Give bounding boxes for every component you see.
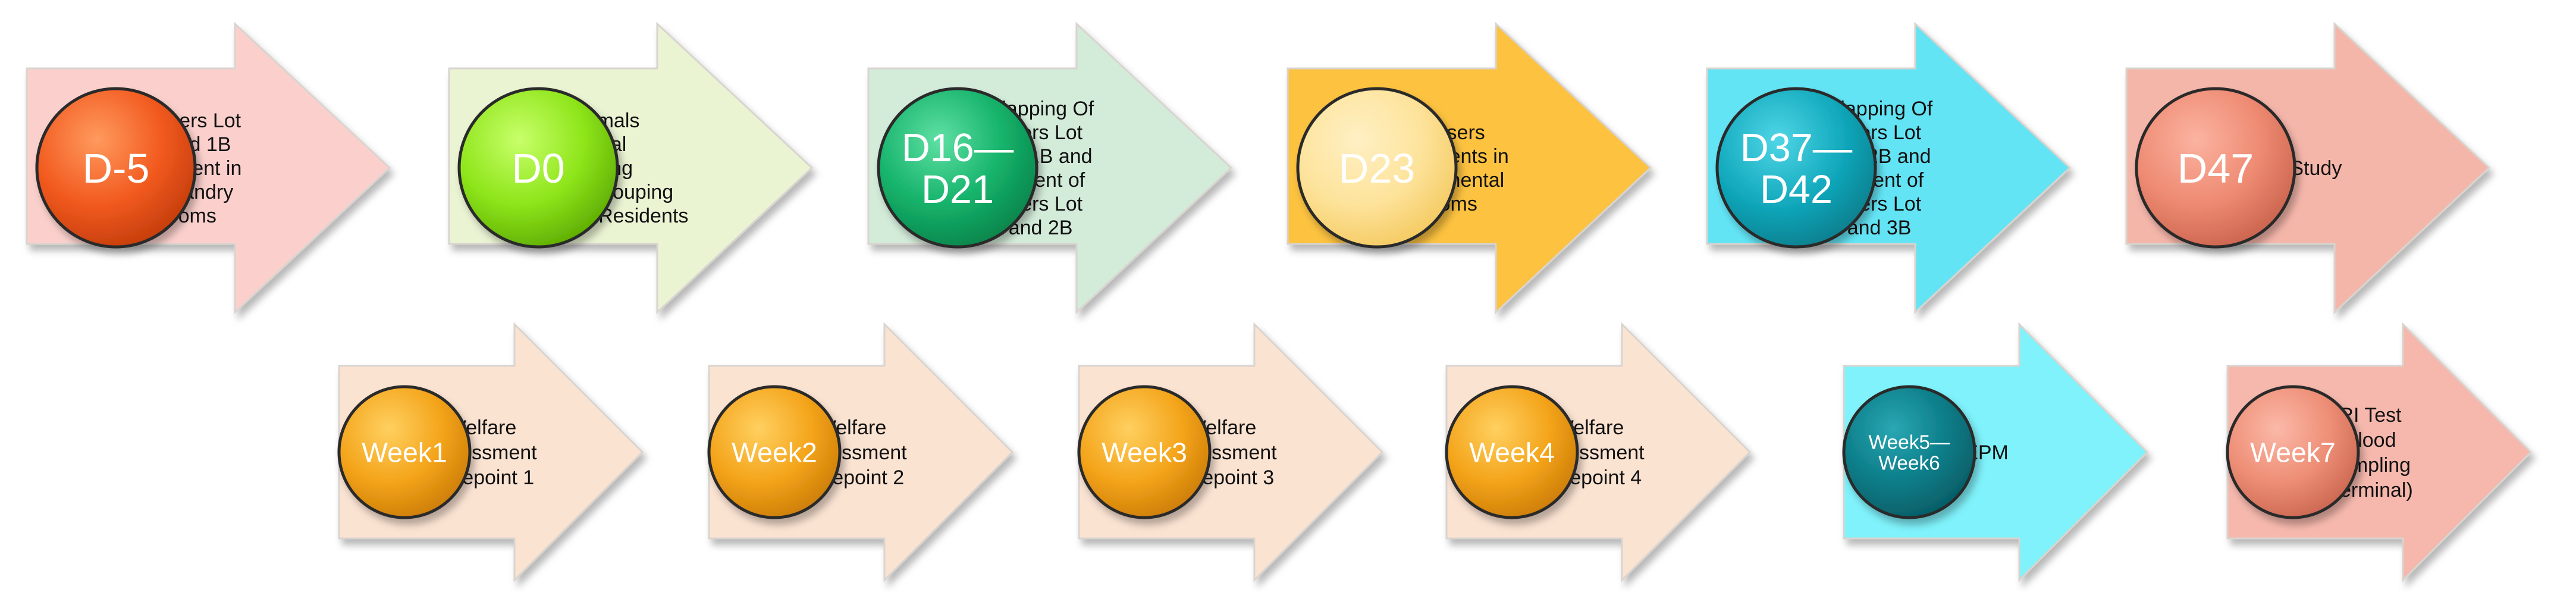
day-badge-circle	[35, 87, 197, 249]
top-row-step-3: Overlapping OfDiffusers Lot1A and 1B and…	[867, 21, 1233, 315]
day-badge-label: D47	[2177, 145, 2254, 192]
day-badge-circle	[337, 385, 472, 519]
day-badge-circle	[1715, 87, 1877, 249]
day-badge-label: D37—	[1740, 126, 1853, 170]
day-badge-label: D42	[1760, 168, 1833, 212]
day-badge-circle	[707, 385, 842, 519]
day-badge-circle	[1296, 87, 1458, 249]
top-row-step-4: DiffusersPlacements inExperimentalRoomsD…	[1287, 21, 1652, 315]
top-row-step-2: • AnimalsArrival• Caging• Regroupingfor …	[448, 21, 814, 315]
day-badge-circle	[1077, 385, 1212, 519]
day-badge-label: D23	[1339, 145, 1415, 192]
day-badge-label: Week2	[732, 437, 817, 468]
day-badge-label: Week1	[362, 437, 447, 468]
day-badge-circle	[2226, 385, 2360, 519]
day-badge-label: Week6	[1878, 453, 1940, 475]
day-badge-circle	[1842, 385, 1976, 519]
day-badge-label: D0	[512, 145, 564, 192]
day-badge-circle	[457, 87, 619, 249]
day-badge-label: D16—	[902, 126, 1014, 170]
day-badge-label: Week7	[2250, 437, 2336, 468]
day-badge-label: D-5	[83, 145, 150, 192]
day-badge-label: Week4	[1469, 437, 1555, 468]
day-badge-circle	[2135, 87, 2296, 249]
day-badge-circle	[877, 87, 1038, 249]
day-badge-circle	[1445, 385, 1579, 519]
top-row-step-1: Diffusers Lot1A and 1Bplacement inHusban…	[26, 21, 391, 315]
day-badge-label: Week5—	[1868, 431, 1950, 453]
day-badge-label: D21	[921, 168, 994, 212]
day-badge-label: Week3	[1102, 437, 1187, 468]
